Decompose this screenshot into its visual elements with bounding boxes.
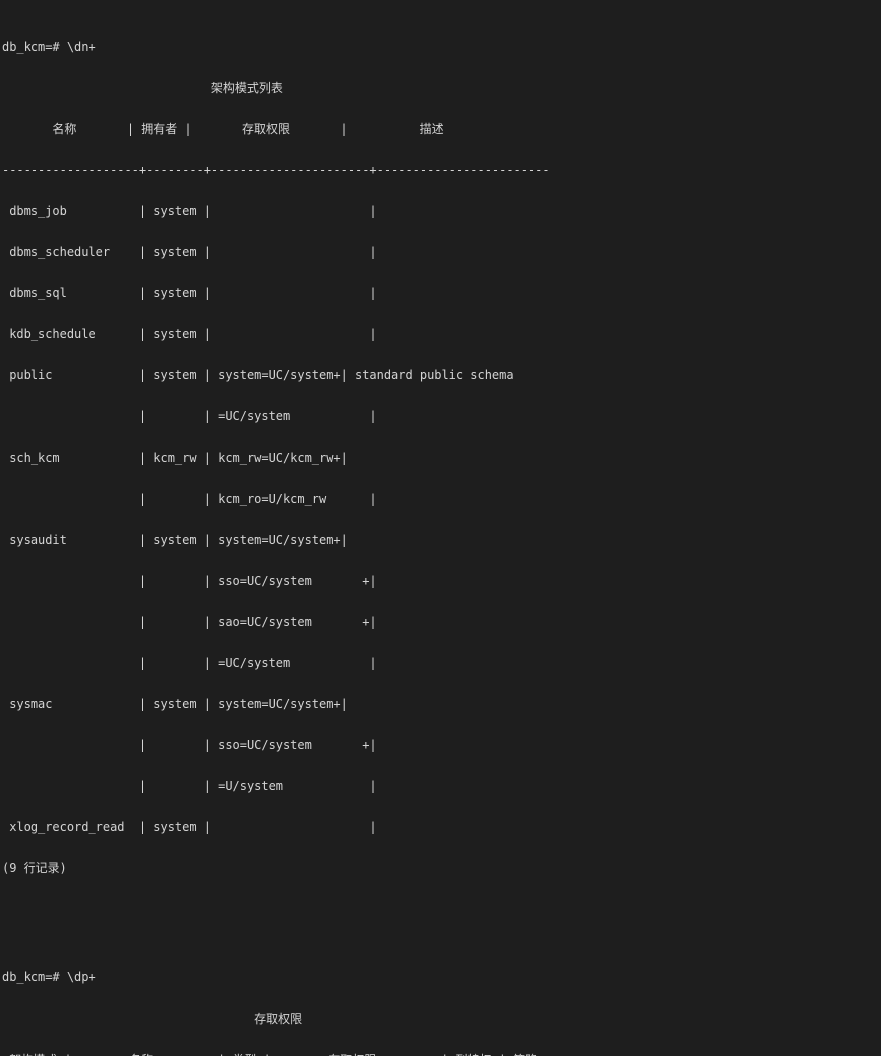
command-line: db_kcm=# \dn+	[2, 40, 96, 55]
table-title: 架构模式列表	[2, 81, 283, 96]
table-row: dbms_scheduler | system | |	[2, 245, 377, 260]
table-row: | | kcm_ro=U/kcm_rw |	[2, 491, 377, 506]
table-row: sch_kcm | kcm_rw | kcm_rw=UC/kcm_rw+|	[2, 450, 348, 465]
table-row: sysaudit | system | system=UC/system+|	[2, 532, 348, 547]
table-row: xlog_record_read | system | |	[2, 819, 377, 834]
table-row: kdb_schedule | system | |	[2, 327, 377, 342]
table-header: 名称 | 拥有者 | 存取权限 | 描述	[2, 122, 444, 137]
blank-line	[2, 903, 881, 917]
table-row: public | system | system=UC/system+| sta…	[2, 368, 514, 383]
table-header: 架构模式 | 名称 | 类型 | 存取权限 | 列特权 | 策略	[2, 1053, 881, 1056]
table-row: | | sao=UC/system +|	[2, 614, 377, 629]
table-row: dbms_sql | system | |	[2, 286, 377, 301]
table-separator: -------------------+--------+-----------…	[2, 163, 550, 178]
table-row: | | =UC/system |	[2, 655, 377, 670]
table-row: | | =U/system |	[2, 778, 377, 793]
table-row: dbms_job | system | |	[2, 204, 377, 219]
command-line: db_kcm=# \dp+	[2, 970, 96, 985]
table-row: sysmac | system | system=UC/system+|	[2, 696, 348, 711]
table-row: | | sso=UC/system +|	[2, 573, 377, 588]
table-row: | | =UC/system |	[2, 409, 377, 424]
table-title: 存取权限	[2, 1011, 303, 1026]
table-row: | | sso=UC/system +|	[2, 737, 377, 752]
row-count-footer: (9 行记录)	[2, 861, 67, 875]
